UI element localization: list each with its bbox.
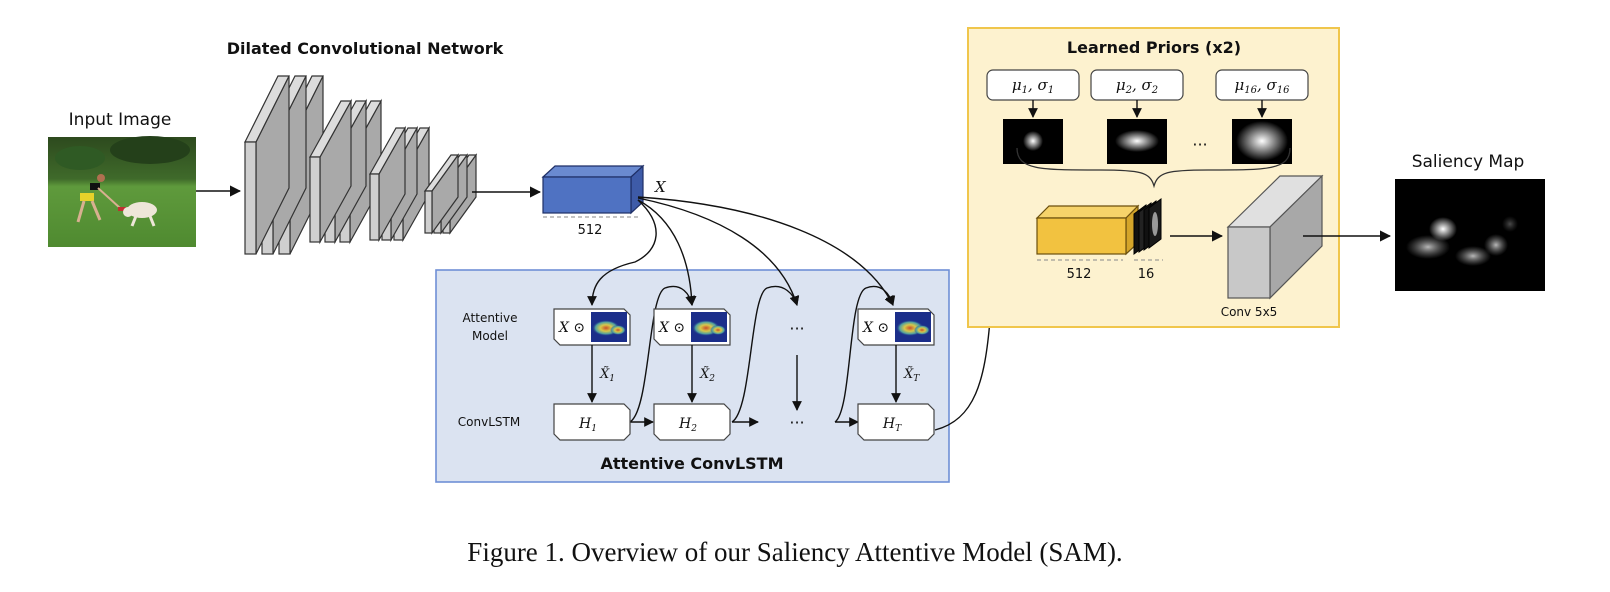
prior-param-1: μ1, σ1 (986, 69, 1080, 164)
prior-param-3: μ16, σ16 (1215, 69, 1309, 164)
dcn-layer (244, 75, 290, 255)
convlstm-hidden-state: H1 (553, 403, 631, 441)
dcn-layers (244, 75, 478, 255)
attentive-expression: X ⊙ (658, 320, 685, 336)
attention-heatmap (691, 312, 727, 342)
conv-label: Conv 5x5 (1221, 305, 1278, 319)
convlstm-hidden-state: HT (857, 403, 935, 441)
attentive-expression: X ⊙ (558, 320, 585, 336)
dcn-title: Dilated Convolutional Network (227, 39, 504, 58)
input-image-label: Input Image (69, 110, 172, 130)
prior-maps-stack (1133, 198, 1162, 255)
saliency-map-image (1395, 179, 1545, 291)
dcn-layer (423, 153, 460, 235)
feature-channels-label: 512 (578, 223, 603, 238)
input-image (48, 136, 196, 247)
row-label-attentive-1: Attentive (463, 311, 518, 325)
concat-block (1035, 204, 1140, 256)
attentive-convlstm-title: Attentive ConvLSTM (600, 454, 783, 473)
row-label-attentive-2: Model (472, 329, 508, 343)
attentive-ellipsis: ··· (789, 319, 804, 338)
row-label-convlstm: ConvLSTM (458, 415, 520, 429)
attention-heatmap (895, 312, 931, 342)
dcn-layer (308, 98, 353, 245)
prior-param-2: μ2, σ2 (1090, 69, 1184, 164)
concat-priors-label: 16 (1138, 267, 1155, 282)
attentive-model-box: X ⊙ (553, 308, 631, 346)
conv-5x5-block (1226, 174, 1324, 300)
saliency-map-label: Saliency Map (1412, 152, 1525, 172)
priors-ellipsis: ··· (1192, 135, 1207, 154)
convlstm-hidden-state: H2 (653, 403, 731, 441)
concat-features-label: 512 (1067, 267, 1092, 282)
attentive-expression: X ⊙ (862, 320, 889, 336)
attention-heatmap (591, 312, 627, 342)
dcn-layer (368, 125, 407, 243)
attentive-model-box: X ⊙ (653, 308, 731, 346)
gaussian-prior-map (1232, 119, 1292, 164)
gaussian-prior-map (1107, 119, 1167, 164)
feature-symbol-x: X (654, 178, 667, 196)
convlstm-ellipsis: ··· (789, 413, 804, 432)
attentive-model-box: X ⊙ (857, 308, 935, 346)
learned-priors-title: Learned Priors (x2) (1067, 38, 1241, 57)
feature-block-x (541, 164, 645, 215)
figure-caption: Figure 1. Overview of our Saliency Atten… (467, 537, 1122, 567)
recurrent-arrows (629, 285, 896, 427)
gaussian-prior-map (1003, 119, 1063, 164)
priors-brace (1016, 147, 1291, 189)
x-broadcast-arrows (587, 196, 894, 306)
